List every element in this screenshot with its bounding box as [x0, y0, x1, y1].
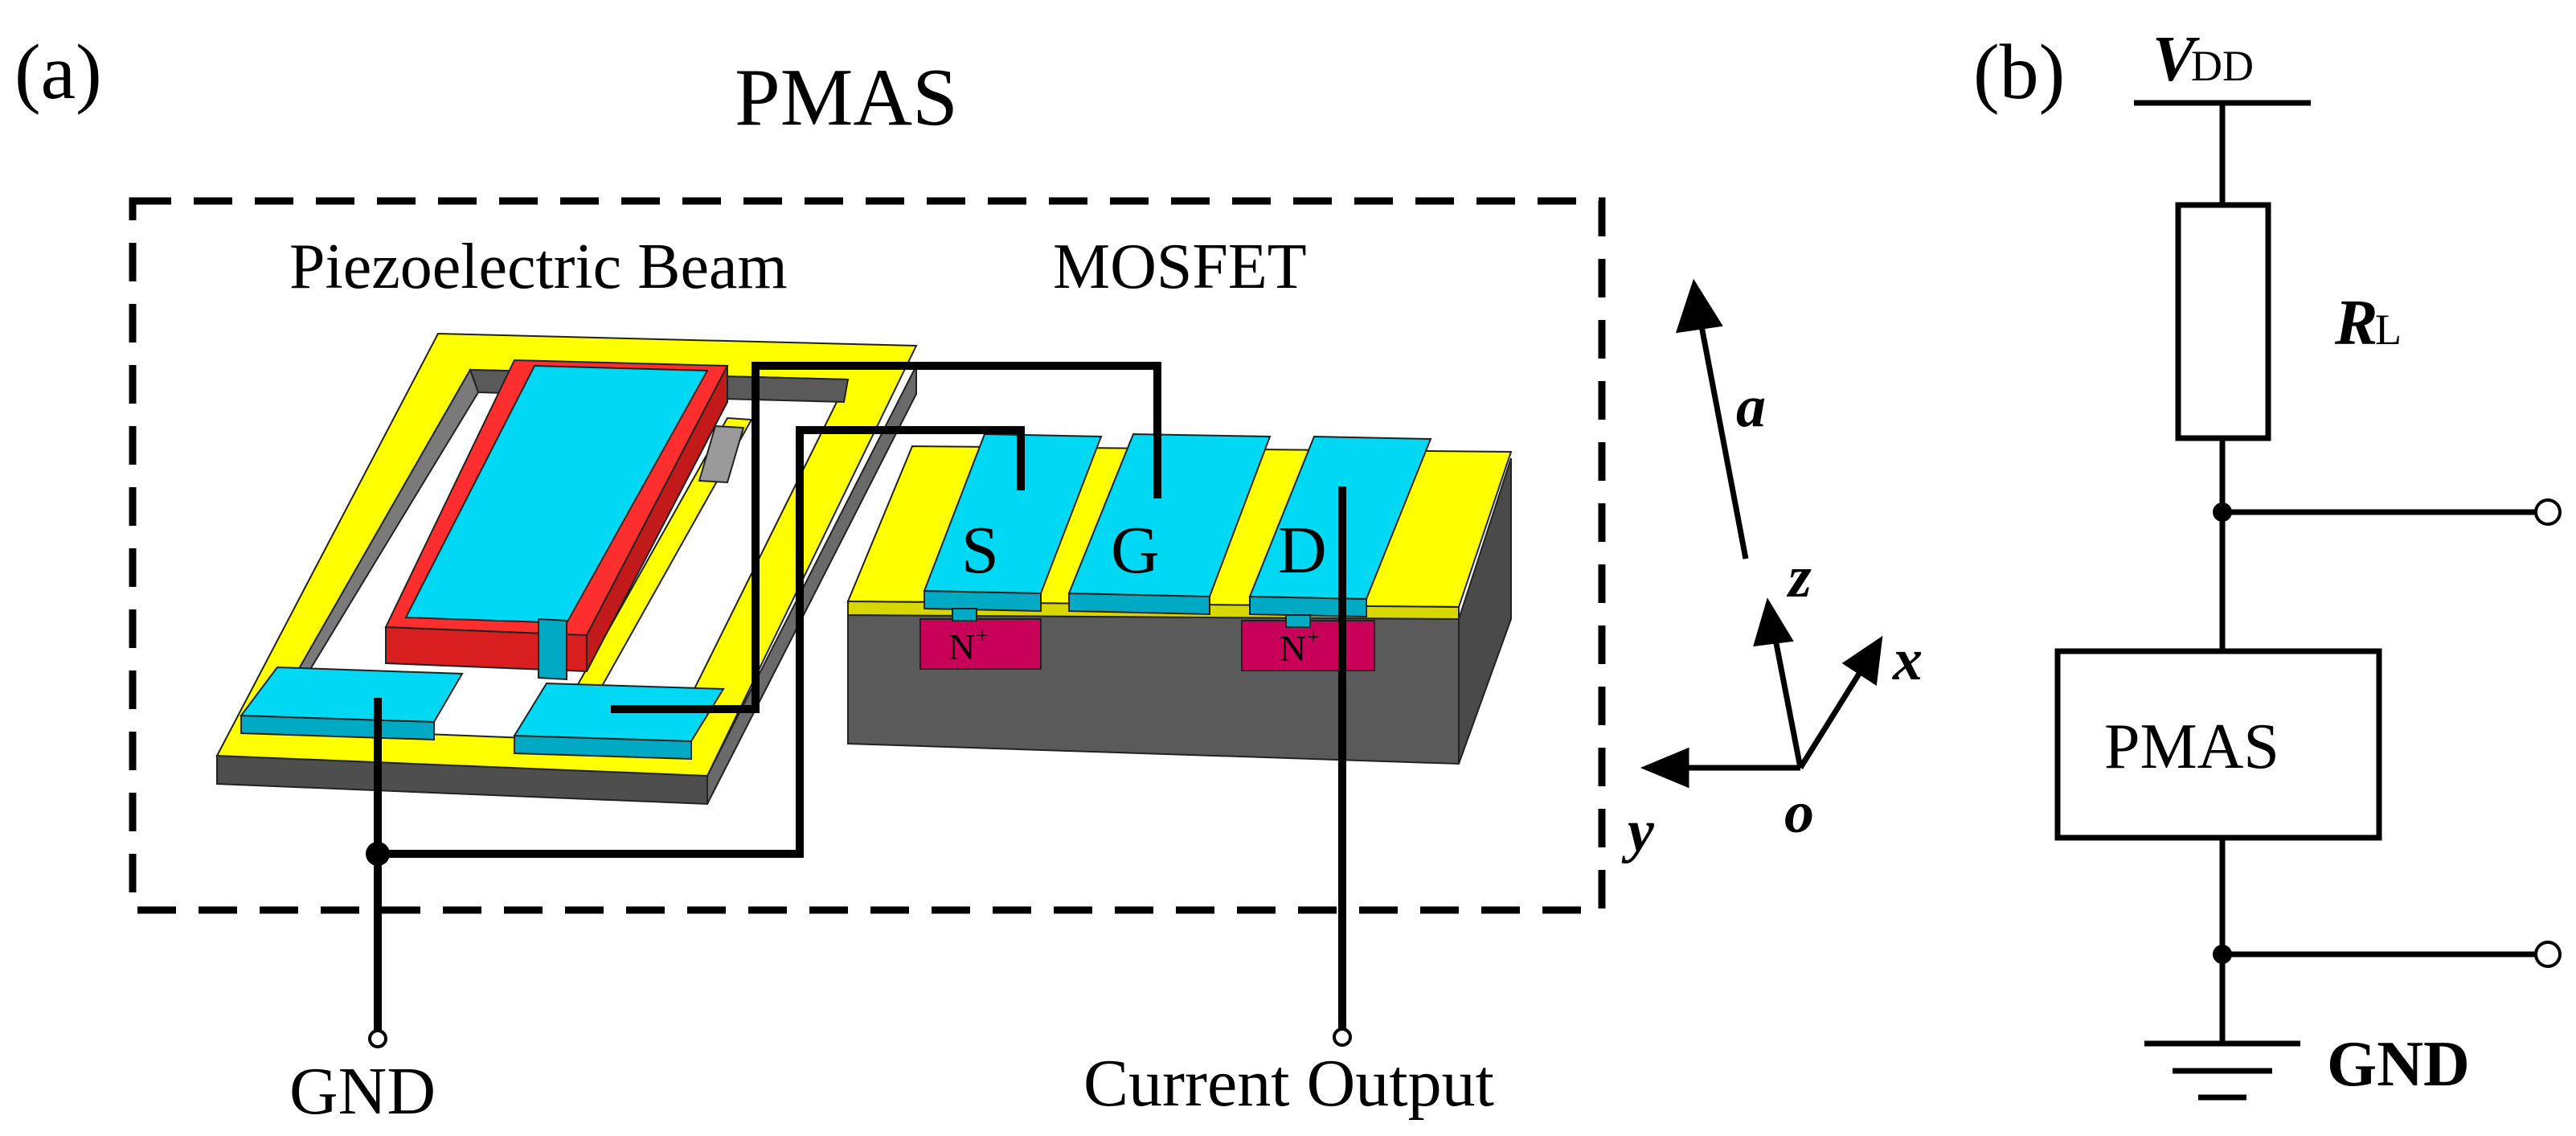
- axis-z-label: z: [1786, 544, 1812, 610]
- vdd-sub: DD: [2191, 42, 2254, 90]
- pmas-box: [2054, 648, 2382, 841]
- doping-left-n: N: [948, 626, 975, 667]
- axis-y-label: y: [1621, 798, 1655, 864]
- doping-right: [1241, 620, 1375, 671]
- mosfet: [846, 433, 1513, 765]
- load-resistor: [2175, 202, 2271, 441]
- panel-b-label: (b): [1973, 29, 2065, 116]
- drain-label: D: [1278, 513, 1327, 588]
- pmas-title: PMAS: [735, 52, 958, 143]
- axis-z-arrowhead: [1753, 597, 1794, 647]
- output-label: Current Output: [1083, 1046, 1494, 1121]
- beam-label: Piezoelectric Beam: [289, 232, 788, 302]
- accel-arrowhead: [1675, 278, 1723, 334]
- gate-electrode: [1067, 433, 1272, 598]
- source-electrode: [923, 433, 1103, 595]
- axis-x-label: x: [1892, 627, 1923, 693]
- rl-main: R: [2334, 288, 2377, 359]
- gate-label: G: [1111, 513, 1160, 588]
- doping-right-text: N +: [1280, 625, 1320, 669]
- piezo-layer-right: [586, 365, 728, 672]
- piezoelectric-beam: [215, 332, 918, 806]
- doping-left-sup: +: [976, 624, 989, 649]
- drain-electrode-side: [1249, 595, 1367, 618]
- drain-via: [1285, 614, 1311, 628]
- rl-sub: L: [2375, 306, 2402, 354]
- axis-y-arrowhead: [1640, 747, 1689, 789]
- doping-right-n: N: [1280, 628, 1306, 669]
- pmas-box-label: PMAS: [2104, 712, 2279, 782]
- substrate-right: [1458, 457, 1512, 765]
- pad-left: [240, 666, 464, 724]
- gnd-junction: [366, 842, 390, 866]
- source-electrode-side: [924, 589, 1042, 613]
- anchor-block: [698, 424, 745, 484]
- output-terminal: [1333, 1027, 1352, 1047]
- gate-wire: [611, 362, 1161, 713]
- panel-b: (b) V DD R L PMAS GND: [1973, 24, 2562, 1101]
- wiring: [374, 362, 1346, 1037]
- axis-z-line: [1771, 634, 1804, 769]
- coordinate-axes: [1640, 278, 1883, 789]
- terminal-bottom: [2534, 941, 2562, 968]
- node-bottom: [2213, 945, 2232, 964]
- gnd-b-label: GND: [2327, 1029, 2470, 1100]
- axis-x-arrowhead: [1841, 635, 1883, 686]
- vdd-main: V: [2152, 24, 2200, 95]
- axis-o-label: o: [1784, 780, 1814, 846]
- vdd-label: V DD: [2152, 24, 2254, 95]
- source-via: [952, 608, 977, 621]
- top-electrode-tab: [538, 617, 567, 681]
- mosfet-label: MOSFET: [1053, 232, 1307, 302]
- doping-left-text: N +: [948, 624, 989, 667]
- panel-a: (a) PMAS Piezoelectric Beam MOSFET: [14, 29, 1923, 1129]
- accel-arrow: [1697, 317, 1749, 560]
- axis-x-line: [1798, 666, 1865, 769]
- circuit: [2054, 100, 2540, 1101]
- terminal-top: [2534, 498, 2562, 526]
- accel-label: a: [1736, 374, 1766, 440]
- pmas-boundary: [129, 197, 1606, 914]
- source-wire: [378, 426, 1025, 858]
- doping-left: [919, 618, 1042, 670]
- source-label: S: [961, 513, 999, 588]
- doping-right-sup: +: [1307, 625, 1320, 650]
- panel-a-label: (a): [14, 29, 102, 116]
- rl-label: R L: [2334, 288, 2402, 359]
- gnd-terminal: [368, 1029, 387, 1048]
- gnd-label: GND: [289, 1054, 436, 1129]
- node-top: [2213, 502, 2232, 522]
